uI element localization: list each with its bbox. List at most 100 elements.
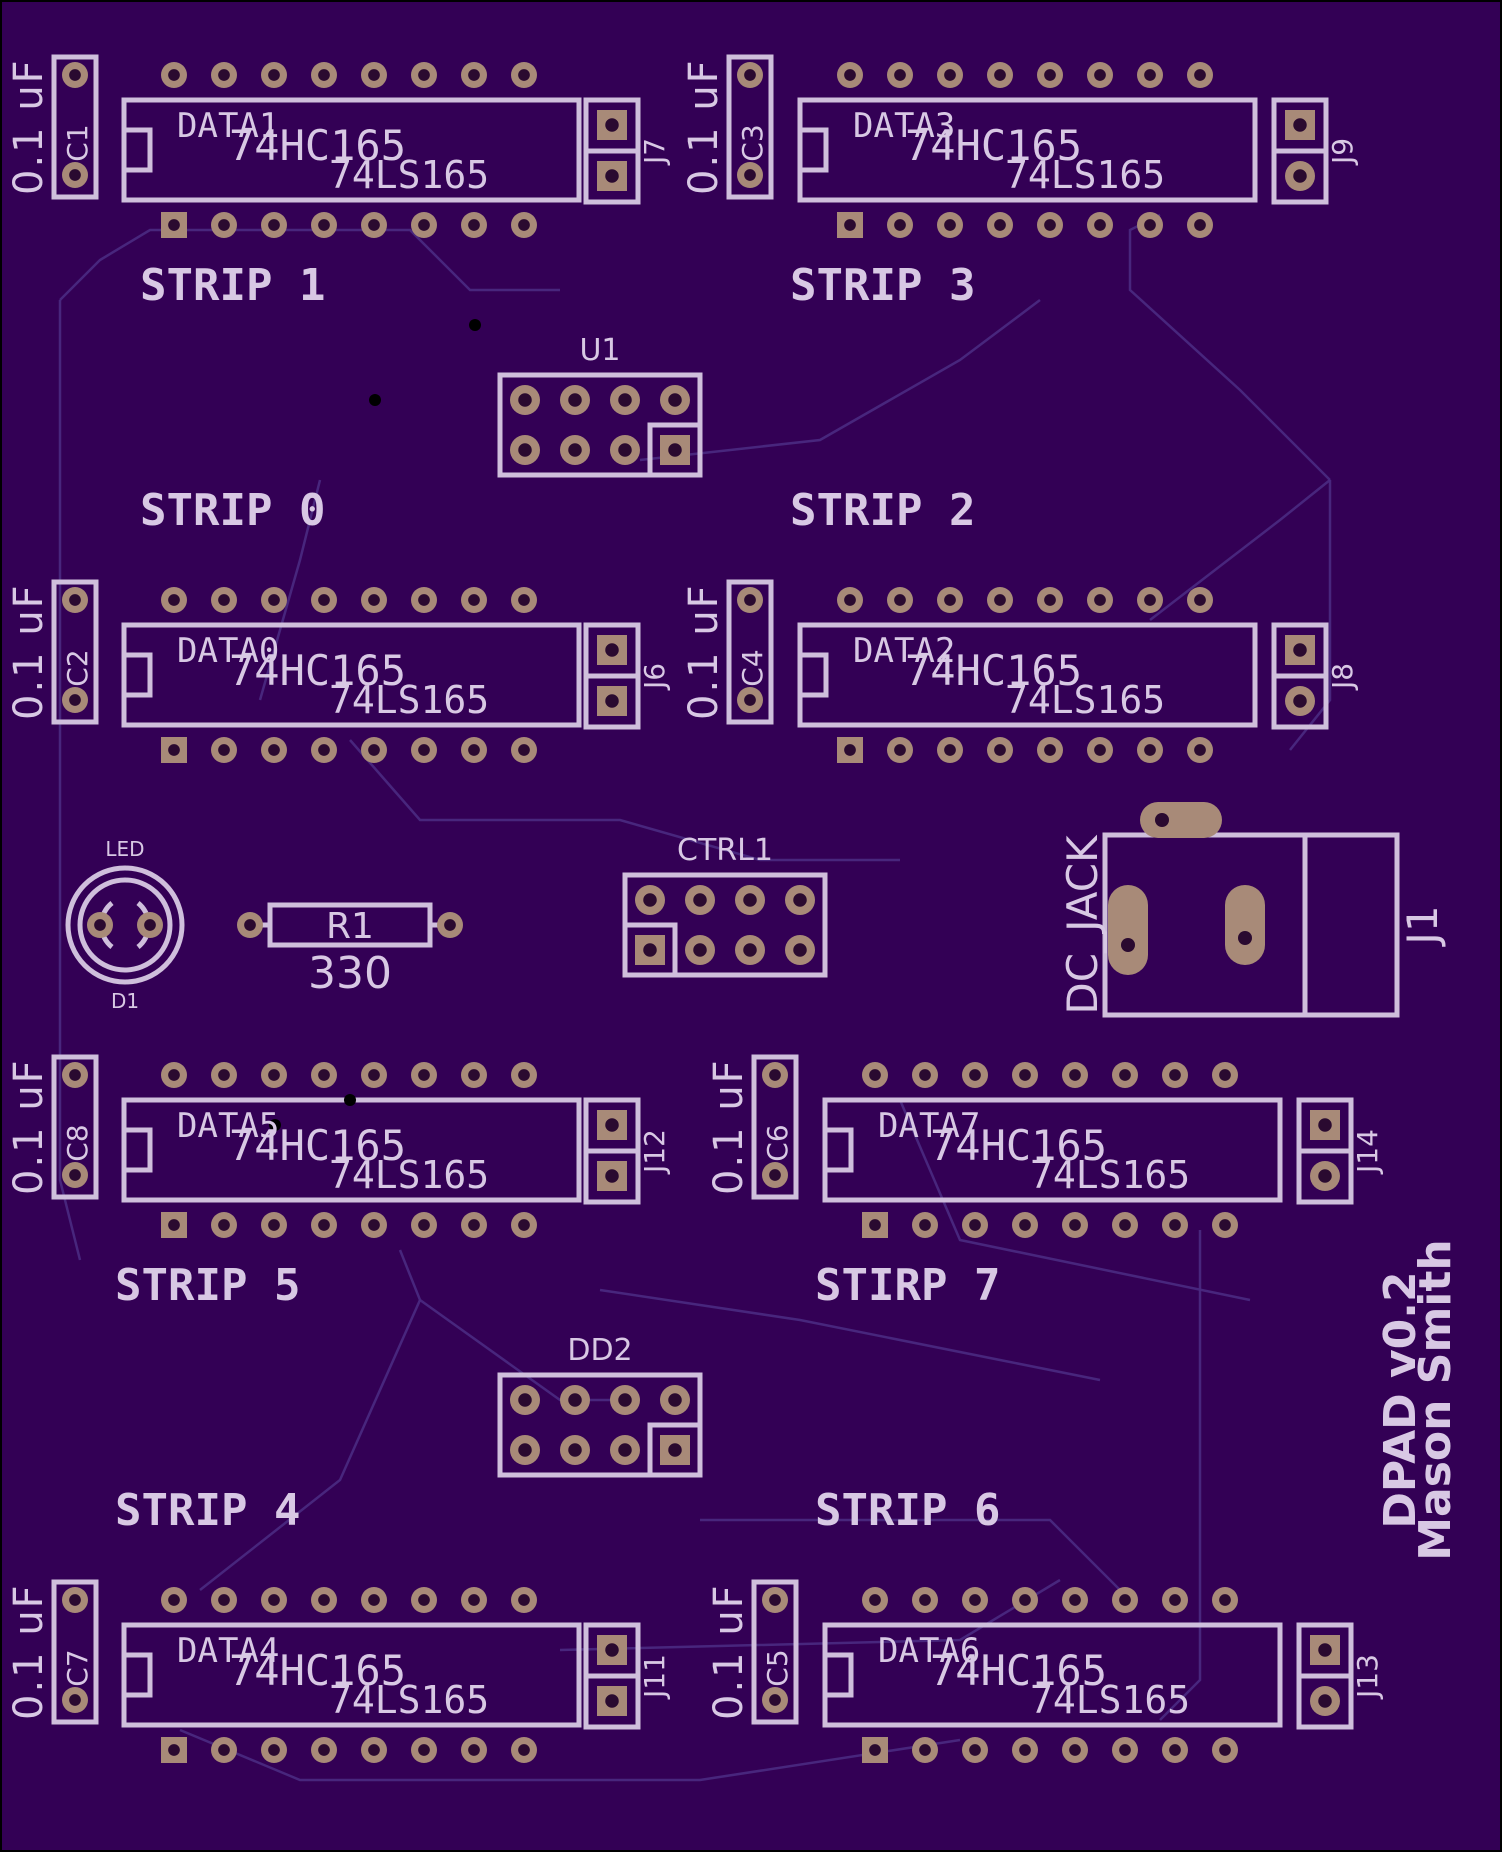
copper-trace bbox=[199, 1299, 422, 1591]
jumper-pad bbox=[597, 161, 627, 191]
shift-register-block bbox=[51, 54, 641, 205]
ic-pin bbox=[1112, 1212, 1138, 1238]
header-pin bbox=[660, 1385, 690, 1415]
ic-pin bbox=[261, 212, 287, 238]
via bbox=[344, 1094, 356, 1106]
jumper-label: J12 bbox=[638, 1129, 671, 1175]
ic-pin bbox=[261, 737, 287, 763]
ic-pin bbox=[1037, 737, 1063, 763]
led-value: LED bbox=[105, 837, 144, 861]
header-pin bbox=[735, 885, 765, 915]
strip-label: STRIP 0 bbox=[140, 485, 325, 536]
ic-pin bbox=[161, 1737, 187, 1763]
ic-pin bbox=[311, 1737, 337, 1763]
jumper-pad bbox=[597, 1161, 627, 1191]
ic-pin bbox=[311, 1212, 337, 1238]
ic-outline bbox=[121, 622, 582, 728]
ic-pin bbox=[887, 212, 913, 238]
header-pin bbox=[610, 1385, 640, 1415]
ic-pin bbox=[987, 62, 1013, 88]
data-label: DATA4 bbox=[177, 1631, 279, 1671]
ic-pin bbox=[161, 1212, 187, 1238]
ic-pin bbox=[311, 1062, 337, 1088]
ic-notch bbox=[800, 652, 829, 698]
jack-pad bbox=[1108, 885, 1148, 975]
resistor-pad bbox=[437, 912, 463, 938]
ic-pin bbox=[1037, 62, 1063, 88]
ic-pin bbox=[1187, 62, 1213, 88]
shift-register-block bbox=[51, 579, 641, 730]
ic-pin bbox=[511, 1062, 537, 1088]
ic-notch bbox=[800, 127, 829, 173]
ic-pin bbox=[1012, 1212, 1038, 1238]
capacitor-outline bbox=[51, 1054, 99, 1200]
ic-pin bbox=[1012, 1587, 1038, 1613]
header-pin bbox=[560, 1385, 590, 1415]
ic-pin bbox=[461, 1737, 487, 1763]
header-pin bbox=[685, 935, 715, 965]
ic-pin bbox=[361, 212, 387, 238]
ic-pin bbox=[261, 1212, 287, 1238]
resistor-pad bbox=[237, 912, 263, 938]
chip-alt-part-label: 74LS165 bbox=[1030, 1153, 1190, 1197]
header-pin bbox=[610, 1435, 640, 1465]
header-pin bbox=[510, 385, 540, 415]
ic-pin bbox=[887, 62, 913, 88]
copper-trace bbox=[398, 1249, 640, 1402]
strip-label: STRIP 2 bbox=[790, 485, 975, 536]
copper-trace bbox=[639, 299, 1041, 462]
capacitor-value: 0.1 uF bbox=[706, 1583, 752, 1720]
header-dd2 bbox=[497, 1372, 703, 1478]
header-u1-label: U1 bbox=[579, 333, 620, 368]
ic-pin bbox=[161, 62, 187, 88]
ic-pin bbox=[1212, 1737, 1238, 1763]
chip-alt-part-label: 74LS165 bbox=[329, 153, 489, 197]
header-pin bbox=[660, 1435, 690, 1465]
header-pin bbox=[785, 885, 815, 915]
capacitor-pad bbox=[762, 1162, 788, 1188]
header-pin bbox=[785, 935, 815, 965]
ic-pin bbox=[361, 62, 387, 88]
chip-alt-part-label: 74LS165 bbox=[329, 1678, 489, 1722]
header-pin bbox=[610, 385, 640, 415]
chip-part-label: 74HC165 bbox=[930, 1646, 1107, 1695]
ic-pin bbox=[511, 62, 537, 88]
copper-trace bbox=[1289, 480, 1332, 751]
capacitor-outline bbox=[51, 54, 99, 200]
ic-pin bbox=[987, 587, 1013, 613]
capacitor-ref: C7 bbox=[61, 1649, 94, 1686]
capacitor-pad bbox=[62, 587, 88, 613]
board-author: Mason Smith bbox=[1410, 1239, 1461, 1561]
jumper-label: J7 bbox=[638, 138, 671, 166]
ic-pin bbox=[912, 1587, 938, 1613]
ic-pin bbox=[1112, 1062, 1138, 1088]
jumper-pad bbox=[597, 635, 627, 665]
ic-pin bbox=[211, 1212, 237, 1238]
ic-pin bbox=[411, 1062, 437, 1088]
capacitor-pad bbox=[62, 1587, 88, 1613]
header-ctrl1 bbox=[622, 872, 828, 978]
ic-pin bbox=[461, 1212, 487, 1238]
ic-outline bbox=[121, 1622, 582, 1728]
ic-pin bbox=[411, 1587, 437, 1613]
ic-pin bbox=[1012, 1737, 1038, 1763]
ic-pin bbox=[461, 1062, 487, 1088]
capacitor-pad bbox=[62, 62, 88, 88]
capacitor-pad bbox=[737, 162, 763, 188]
header-pin bbox=[510, 435, 540, 465]
ic-pin bbox=[161, 1062, 187, 1088]
ic-pin bbox=[461, 737, 487, 763]
capacitor-value: 0.1 uF bbox=[681, 58, 727, 195]
ic-pin bbox=[1162, 1587, 1188, 1613]
capacitor-ref: C1 bbox=[61, 124, 94, 161]
ic-pin bbox=[511, 212, 537, 238]
strip-label: STRIP 1 bbox=[140, 260, 325, 311]
capacitor-outline bbox=[751, 1054, 799, 1200]
ic-pin bbox=[261, 1062, 287, 1088]
ic-pin bbox=[887, 737, 913, 763]
header-pin bbox=[635, 935, 665, 965]
ic-pin bbox=[912, 1212, 938, 1238]
header-pin bbox=[510, 1385, 540, 1415]
ic-pin bbox=[962, 1212, 988, 1238]
ic-pin bbox=[211, 62, 237, 88]
